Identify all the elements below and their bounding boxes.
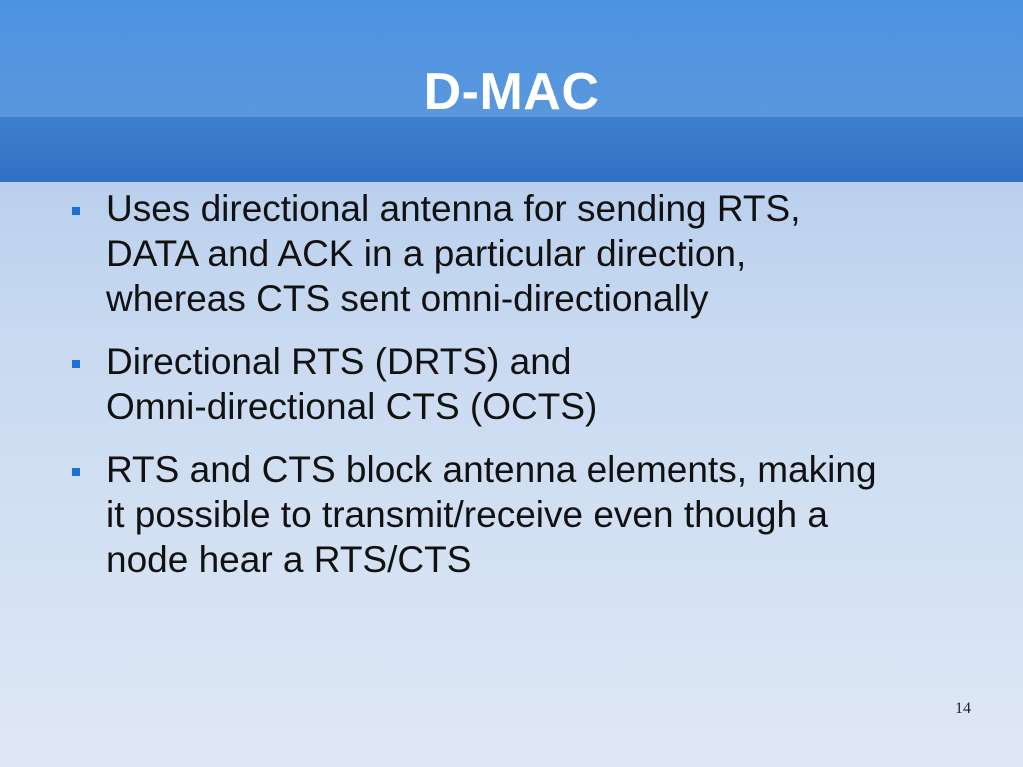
page-number: 14: [955, 700, 971, 717]
bullet-list: Uses directional antenna for sending RTS…: [70, 186, 990, 600]
title-bar: [0, 0, 1023, 182]
bullet-item: RTS and CTS block antenna elements, maki…: [70, 447, 990, 582]
bullet-text: Uses directional antenna for sending RTS…: [106, 188, 801, 319]
bullet-text: Directional RTS (DRTS) and Omni-directio…: [106, 341, 598, 427]
bullet-text: RTS and CTS block antenna elements, maki…: [106, 449, 877, 580]
title-bar-top: [0, 0, 1023, 117]
slide-title: D-MAC: [423, 63, 600, 121]
bullet-item: Directional RTS (DRTS) and Omni-directio…: [70, 339, 990, 429]
square-bullet-icon: [72, 468, 80, 476]
square-bullet-icon: [72, 207, 80, 215]
title-bar-bottom: [0, 117, 1023, 182]
square-bullet-icon: [72, 360, 80, 368]
bullet-item: Uses directional antenna for sending RTS…: [70, 186, 990, 321]
